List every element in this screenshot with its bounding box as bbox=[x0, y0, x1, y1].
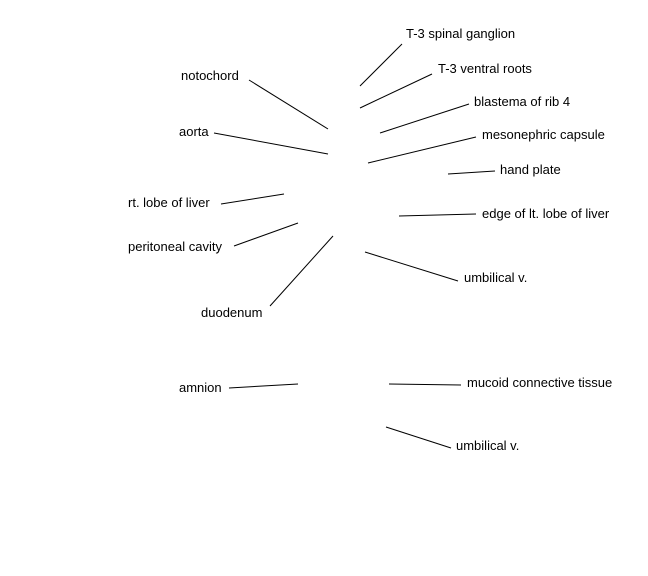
label-rt-lobe-liver: rt. lobe of liver bbox=[128, 195, 210, 210]
leader-line-umbilical-v-upper bbox=[364, 251, 459, 282]
leader-line-t3-spinal-ganglion bbox=[359, 43, 403, 87]
label-mucoid-connective-tissue: mucoid connective tissue bbox=[467, 375, 612, 390]
label-t3-ventral-roots: T-3 ventral roots bbox=[438, 61, 532, 76]
leader-line-edge-lt-lobe-liver bbox=[398, 213, 477, 217]
leader-line-amnion bbox=[228, 383, 299, 389]
label-notochord: notochord bbox=[181, 68, 239, 83]
label-aorta: aorta bbox=[179, 124, 209, 139]
label-umbilical-v-lower: umbilical v. bbox=[456, 438, 519, 453]
label-t3-spinal-ganglion: T-3 spinal ganglion bbox=[406, 26, 515, 41]
leader-line-notochord bbox=[248, 79, 329, 130]
label-blastema-rib-4: blastema of rib 4 bbox=[474, 94, 570, 109]
leader-line-peritoneal-cavity bbox=[233, 222, 299, 247]
label-umbilical-v-upper: umbilical v. bbox=[464, 270, 527, 285]
label-hand-plate: hand plate bbox=[500, 162, 561, 177]
leader-line-t3-ventral-roots bbox=[359, 73, 433, 109]
label-mesonephric-capsule: mesonephric capsule bbox=[482, 127, 605, 142]
label-edge-lt-lobe-liver: edge of lt. lobe of liver bbox=[482, 206, 610, 221]
label-amnion: amnion bbox=[179, 380, 222, 395]
leader-line-duodenum bbox=[269, 235, 334, 307]
leader-line-rt-lobe-liver bbox=[220, 193, 285, 205]
leader-line-mucoid-connective-tissue bbox=[388, 383, 462, 386]
leader-line-blastema-rib-4 bbox=[379, 103, 470, 134]
leader-line-umbilical-v-lower bbox=[385, 426, 452, 449]
label-peritoneal-cavity: peritoneal cavity bbox=[128, 239, 222, 254]
leader-line-mesonephric-capsule bbox=[367, 136, 477, 164]
leader-line-hand-plate bbox=[447, 170, 496, 175]
leader-line-aorta bbox=[213, 132, 329, 155]
label-duodenum: duodenum bbox=[201, 305, 262, 320]
